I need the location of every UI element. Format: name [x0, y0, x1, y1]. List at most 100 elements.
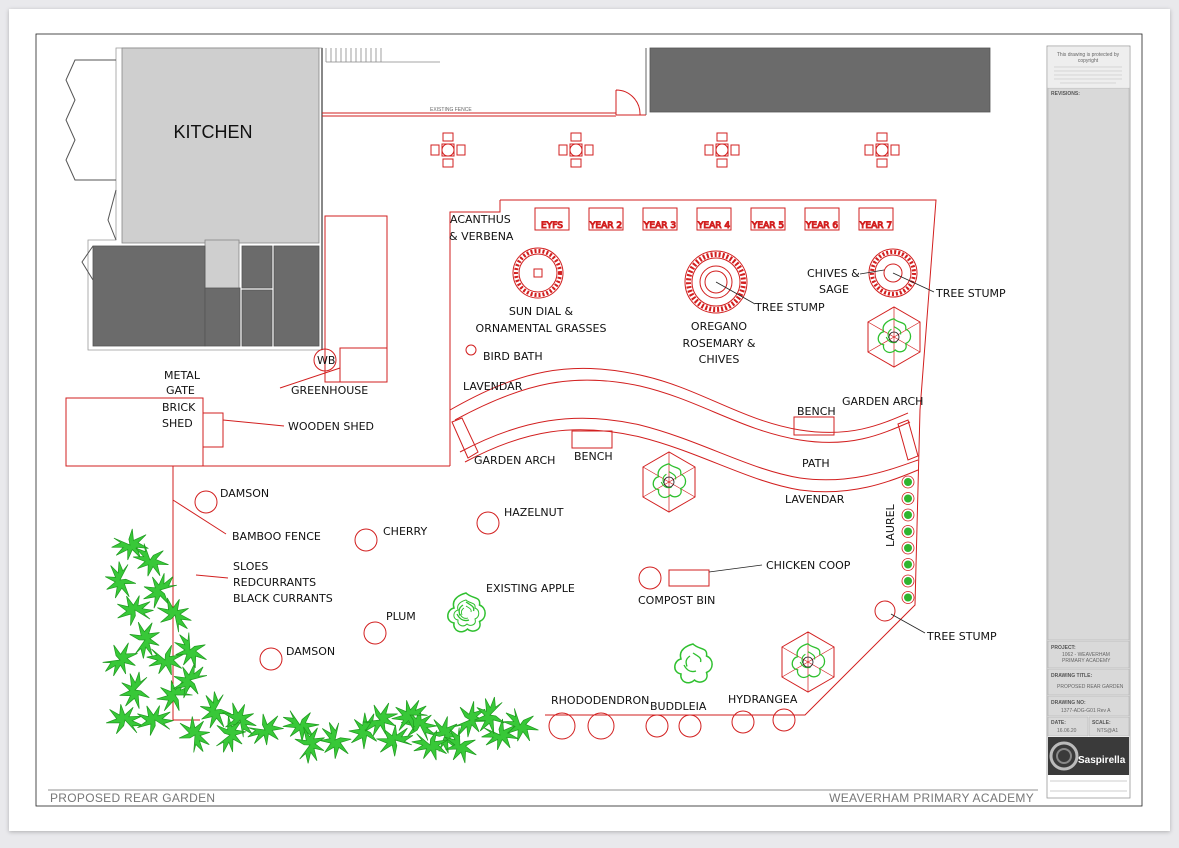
- year-beds: EYFS YEAR 2 YEAR 3 YEAR 4 YEAR 5 YEAR 6 YEAR 7: [534, 207, 894, 232]
- cherry-label: CHERRY: [383, 525, 427, 538]
- foliage-cluster: [101, 698, 149, 743]
- existing-building-right: [649, 47, 991, 113]
- copyright-text-2: copyright: [1078, 58, 1099, 64]
- bird-bath: [465, 344, 477, 356]
- sloes-label: SLOES: [233, 560, 268, 573]
- year-bed-label: EYFS: [541, 221, 563, 231]
- plan-labels: EXISTING FENCE WB GREENHOUSE METAL GATE …: [162, 107, 1006, 713]
- year-bed-1: EYFS: [534, 207, 570, 232]
- bamboo-fence-label: BAMBOO FENCE: [232, 530, 321, 543]
- lavendar-bottom-label: LAVENDAR: [785, 493, 845, 506]
- wb-marker: [313, 348, 337, 372]
- trees: [194, 490, 926, 740]
- drawing-no-value: 1377-ADG-G01 Rev A: [1061, 708, 1111, 714]
- bench-left-label: BENCH: [574, 450, 613, 463]
- oregano-bed: [684, 250, 756, 314]
- laurel-shrub: [901, 475, 915, 489]
- foliage-cluster: [133, 702, 176, 740]
- foliage-cluster: [316, 718, 355, 762]
- laurel-shrub: [901, 591, 915, 604]
- metal-gate-label: METAL: [164, 369, 201, 382]
- plum-label: PLUM: [386, 610, 416, 623]
- foliage-cluster: [103, 560, 138, 600]
- hex-planter: [642, 451, 696, 513]
- year-bed-label: YEAR 3: [643, 221, 676, 231]
- chives-bed: [859, 248, 935, 298]
- laurel-shrub: [901, 574, 915, 588]
- year-bed-label: YEAR 5: [751, 221, 784, 231]
- bench-right: [793, 416, 835, 436]
- laurel-shrub: [901, 558, 915, 571]
- scale-label: SCALE:: [1092, 720, 1111, 726]
- rhododendron-label: RHODODENDRON: [551, 694, 649, 707]
- revisions-label: REVISIONS:: [1051, 91, 1080, 97]
- garden-arch-right-label: GARDEN ARCH: [842, 395, 923, 408]
- tree-stump-bottom-label: TREE STUMP: [926, 630, 997, 643]
- year-bed-7: YEAR 7: [858, 207, 894, 232]
- foliage-cluster: [198, 690, 233, 731]
- path-label: PATH: [802, 457, 830, 470]
- gate-label: GATE: [166, 384, 195, 397]
- year-bed-label: YEAR 2: [589, 221, 622, 231]
- laurel-shrub: [901, 525, 915, 538]
- oregano-label: OREGANO: [691, 320, 748, 333]
- lavendar-top-label: LAVENDAR: [463, 380, 523, 393]
- laurel-shrub: [901, 492, 915, 505]
- shed-label: SHED: [162, 417, 193, 430]
- year-bed-label: YEAR 6: [805, 221, 838, 231]
- year-bed-3: YEAR 3: [642, 207, 678, 232]
- picnic-tables: [430, 132, 900, 168]
- year-bed-5: YEAR 5: [750, 207, 786, 232]
- foliage-cluster: [95, 636, 144, 683]
- sun-dial-label: SUN DIAL &: [509, 305, 574, 318]
- site-boundary: [65, 89, 937, 721]
- year-bed-label: YEAR 4: [697, 221, 730, 231]
- sun-dial-bed: [512, 247, 564, 299]
- tree-stump-right-label: TREE STUMP: [935, 287, 1006, 300]
- brick-label: BRICK: [162, 401, 196, 414]
- foliage-cluster: [167, 625, 214, 674]
- footer-project-title: PROPOSED REAR GARDEN: [50, 791, 215, 805]
- project-label: PROJECT:: [1051, 645, 1076, 651]
- hex-planter: [781, 631, 835, 693]
- tree-stump-centre-label: TREE STUMP: [754, 301, 825, 314]
- copyright-text: This drawing is protected by: [1057, 52, 1120, 58]
- building-block: [65, 47, 991, 351]
- foliage-cluster: [374, 722, 416, 759]
- drawing-title-label: DRAWING TITLE:: [1051, 673, 1092, 679]
- kitchen-building: [121, 47, 320, 244]
- scale-value: NTS@A1: [1097, 728, 1118, 734]
- hazelnut-label: HAZELNUT: [504, 506, 564, 519]
- garden-arch-left-label: GARDEN ARCH: [474, 454, 555, 467]
- laurel-shrub: [901, 541, 915, 555]
- drawing-no-label: DRAWING NO:: [1051, 700, 1086, 706]
- rosemary-label: ROSEMARY &: [683, 337, 756, 350]
- bird-bath-label: BIRD BATH: [483, 350, 543, 363]
- laurel-hedge: [901, 475, 915, 604]
- date-label: DATE:: [1051, 720, 1066, 726]
- kitchen-label: KITCHEN: [173, 122, 252, 142]
- bench-right-label: BENCH: [797, 405, 836, 418]
- buddleia-label: BUDDLEIA: [650, 700, 707, 713]
- chives-label: CHIVES: [699, 353, 740, 366]
- foliage-cluster: [216, 696, 264, 745]
- hydrangea-label: HYDRANGEA: [728, 693, 798, 706]
- hexagon-tree-planters: [642, 306, 921, 693]
- project-value: 1062 - WEAVERHAM: [1062, 652, 1110, 658]
- brand-name: Saspirella: [1078, 755, 1126, 766]
- wooden-shed-label: WOODEN SHED: [288, 420, 374, 433]
- greenhouse-label: GREENHOUSE: [291, 384, 368, 397]
- year-bed-2: YEAR 2: [588, 207, 624, 232]
- damson-top-label: DAMSON: [220, 487, 269, 500]
- title-block: This drawing is protected by copyright R…: [1046, 45, 1131, 799]
- project-value-2: PRIMARY ACADEMY: [1062, 658, 1111, 664]
- year-bed-6: YEAR 6: [804, 207, 840, 232]
- compost-bin-label: COMPOST BIN: [638, 594, 715, 607]
- acanthus-label: ACANTHUS: [450, 213, 511, 226]
- existing-fence-label: EXISTING FENCE: [430, 107, 472, 113]
- existing-apple-label: EXISTING APPLE: [486, 582, 575, 595]
- year-bed-label: YEAR 7: [859, 221, 892, 231]
- wb-label: WB: [317, 354, 335, 367]
- hex-planter: [867, 306, 921, 368]
